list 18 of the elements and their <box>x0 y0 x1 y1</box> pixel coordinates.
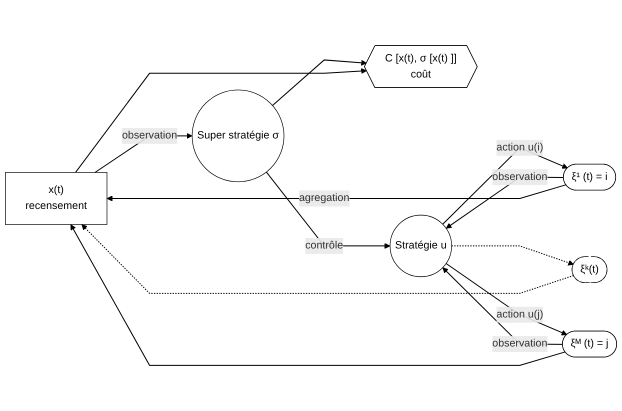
edge-label: contrôle <box>305 240 344 252</box>
edge-label: observation <box>492 338 548 350</box>
arrow <box>81 224 574 294</box>
arrow <box>442 267 564 345</box>
edge-label: agregation <box>298 192 350 204</box>
arrow <box>106 184 566 202</box>
edge-label: observation <box>492 171 548 182</box>
arrow <box>451 245 574 266</box>
node-circle: Stratégie u <box>390 214 452 278</box>
node-box: x(t) recensement <box>5 172 108 225</box>
edge-label: observation <box>122 130 178 142</box>
arrow <box>266 172 390 249</box>
node-circle: Super stratégie σ <box>192 90 284 182</box>
edge-label: action u(i) <box>496 142 544 154</box>
edge-label: action u(j) <box>496 308 544 320</box>
arrow <box>446 263 568 336</box>
arrow <box>272 59 367 106</box>
arrow <box>70 224 566 366</box>
